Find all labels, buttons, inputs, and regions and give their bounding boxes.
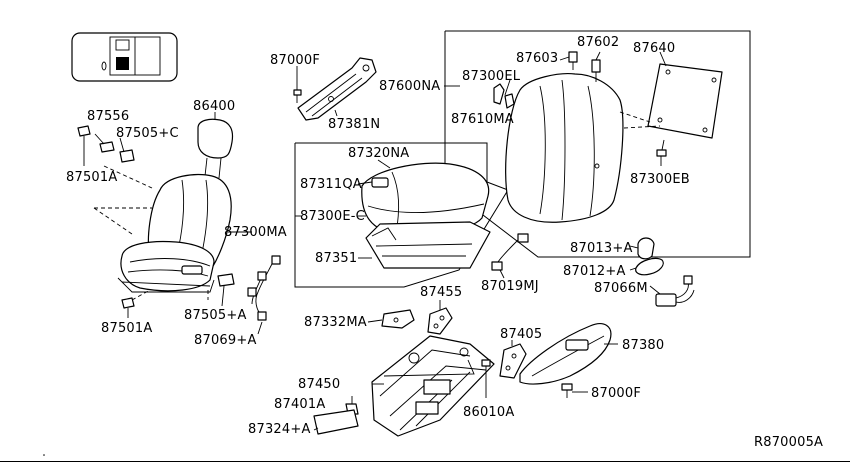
lever-handle [635, 257, 664, 276]
clip-icon [119, 149, 135, 163]
clip-icon [217, 273, 235, 287]
label-87013a: 87013+A [570, 241, 633, 256]
label-87505a: 87505+A [184, 308, 247, 323]
label-87332ma: 87332MA [304, 315, 367, 330]
cushion-assembly [361, 162, 491, 269]
bolt-icon [293, 89, 302, 103]
corner-dot [43, 454, 45, 456]
label-87300ma: 87300MA [224, 225, 287, 240]
screw-icon [561, 383, 573, 398]
screw-icon [656, 149, 667, 166]
label-86400: 86400 [193, 99, 235, 114]
label-87501a-bottom: 87501A [101, 321, 152, 336]
bolt-icon [77, 125, 91, 150]
label-87351: 87351 [315, 251, 357, 266]
label-87381n: 87381N [328, 117, 380, 132]
clip-icon [99, 141, 115, 153]
label-87505c: 87505+C [116, 126, 179, 141]
vehicle-location-icon [71, 32, 178, 82]
reference-code: R870005A [754, 435, 823, 450]
label-87455: 87455 [420, 285, 462, 300]
label-87556: 87556 [87, 109, 129, 124]
back-board-panel [647, 63, 723, 139]
label-86010a: 86010A [463, 405, 514, 420]
seatback-assembly [505, 73, 624, 223]
label-87300eb: 87300EB [630, 172, 690, 187]
label-87300ec: 87300E-C [300, 209, 365, 224]
side-cover-bracket [381, 309, 415, 329]
label-87012a: 87012+A [563, 264, 626, 279]
label-87602: 87602 [577, 35, 619, 50]
label-87000f-top: 87000F [270, 53, 320, 68]
clip-icon [568, 51, 578, 70]
wire-harness [247, 255, 281, 321]
seat-adjuster-frame [371, 335, 495, 437]
label-87600na: 87600NA [379, 79, 440, 94]
headrest [197, 118, 234, 179]
hook-icon [493, 83, 515, 109]
label-87450: 87450 [298, 377, 340, 392]
bolt-icon [121, 297, 135, 318]
side-finisher-panel [519, 323, 612, 385]
label-87640: 87640 [633, 41, 675, 56]
label-87311qa: 87311QA [300, 177, 362, 192]
back-hinge-bracket [297, 57, 377, 121]
label-87603: 87603 [516, 51, 558, 66]
label-87380: 87380 [622, 338, 664, 353]
complete-seat [117, 173, 232, 293]
label-87501a-top: 87501A [66, 170, 117, 185]
label-87610ma: 87610MA [451, 112, 514, 127]
wire-harness [491, 233, 529, 271]
label-87320na: 87320NA [348, 146, 409, 161]
label-87300el: 87300EL [462, 69, 521, 84]
label-87324a: 87324+A [248, 422, 311, 437]
label-87405: 87405 [500, 327, 542, 342]
knob-icon [637, 237, 655, 260]
label-87019mj: 87019MJ [481, 279, 539, 294]
recliner-bracket [427, 307, 453, 335]
label-87066m: 87066M [594, 281, 648, 296]
adhesive-pad [313, 409, 359, 435]
label-87000f-bottom: 87000F [591, 386, 641, 401]
recliner-lever-bracket [499, 343, 527, 379]
label-87401a: 87401A [274, 397, 325, 412]
label-87069a: 87069+A [194, 333, 257, 348]
bolt-icon [481, 359, 491, 398]
switch-harness [655, 275, 695, 307]
